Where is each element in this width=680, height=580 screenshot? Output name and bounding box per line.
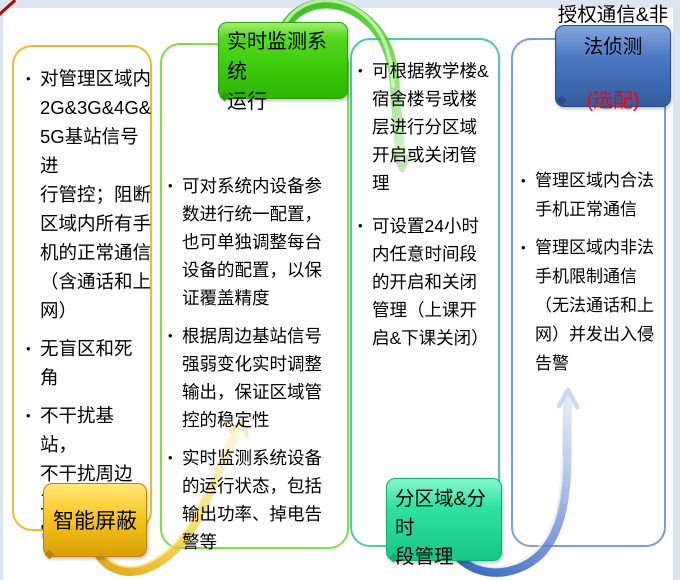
bullet-text: 对管理区域内 2G&3G&4G& 5G基站信号进 行管控；阻断 区域内所有手 机… xyxy=(40,68,152,321)
bullet-text: 管理区域内非法 手机限制通信 （无法通话和上 网）并发出入侵 告警 xyxy=(535,238,654,373)
list-item: • 实时监测系统设备 的运行状态，包括 输出功率、掉电告 警等 xyxy=(168,444,344,556)
bullet-text: 实时监测系统设备 的运行状态，包括 输出功率、掉电告 警等 xyxy=(182,448,322,552)
label-authorized-communication-box xyxy=(555,25,671,107)
bullet-icon: • xyxy=(521,240,526,255)
list-item: • 对管理区域内 2G&3G&4G& 5G基站信号进 行管控；阻断 区域内所有手… xyxy=(26,64,152,325)
list-item: • 可设置24小时 内任意时间段 的开启和关闭 管理（上课开 启&下课关闭） xyxy=(358,212,494,352)
label-zone-time-management: 分区域&分时 段管理 xyxy=(386,478,502,568)
list-item: • 无盲区和死角 xyxy=(26,334,150,392)
bullet-icon: • xyxy=(521,173,526,188)
list-item: • 管理区域内合法 手机正常通信 xyxy=(521,166,665,224)
bullet-list-zone-time-management: • 可根据教学楼& 宿舍楼号或楼 层进行分区域 开启或关闭管 理 • 可设置24… xyxy=(358,57,494,352)
bullet-icon: • xyxy=(168,328,173,343)
bullet-text: 无盲区和死角 xyxy=(40,338,133,388)
bullet-text: 可设置24小时 内任意时间段 的开启和关闭 管理（上课开 启&下课关闭） xyxy=(372,216,489,348)
label-smart-shielding: 智能屏蔽 xyxy=(43,483,147,557)
label-authorized-communication-title: 授权通信&非 法侦测 xyxy=(557,4,669,58)
list-item: • 管理区域内非法 手机限制通信 （无法通话和上 网）并发出入侵 告警 xyxy=(521,233,665,378)
label-realtime-monitoring: 实时监测系统 运行 xyxy=(218,22,348,113)
list-item: • 可对系统内设备参 数进行统一配置， 也可单独调整每台 设备的配置，以保 证覆… xyxy=(168,172,344,312)
bullet-icon: • xyxy=(26,71,31,86)
list-item: • 根据周边基站信号 强弱变化实时调整 输出，保证区域管 控的稳定性 xyxy=(168,322,344,434)
bullet-text: 可根据教学楼& 宿舍楼号或楼 层进行分区域 开启或关闭管 理 xyxy=(372,61,489,193)
bullet-text: 管理区域内合法 手机正常通信 xyxy=(535,171,654,219)
bullet-list-smart-shielding: • 对管理区域内 2G&3G&4G& 5G基站信号进 行管控；阻断 区域内所有手… xyxy=(26,64,152,546)
bullet-icon: • xyxy=(358,63,363,78)
bullet-icon: • xyxy=(358,218,363,233)
bullet-icon: • xyxy=(26,341,31,356)
bullet-text: 可对系统内设备参 数进行统一配置， 也可单独调整每台 设备的配置，以保 证覆盖精… xyxy=(182,176,322,308)
bullet-list-realtime-monitoring: • 可对系统内设备参 数进行统一配置， 也可单独调整每台 设备的配置，以保 证覆… xyxy=(168,172,344,556)
bullet-text: 根据周边基站信号 强弱变化实时调整 输出，保证区域管 控的稳定性 xyxy=(182,326,322,430)
page-edge-right xyxy=(673,0,680,580)
list-item: • 可根据教学楼& 宿舍楼号或楼 层进行分区域 开启或关闭管 理 xyxy=(358,57,494,197)
bullet-icon: • xyxy=(168,178,173,193)
bullet-icon: • xyxy=(26,408,31,423)
panel-authorized-communication xyxy=(511,38,666,547)
page-edge-left xyxy=(0,0,3,580)
bullet-icon: • xyxy=(168,450,173,465)
optional-tag: (选配) xyxy=(586,90,640,112)
bullet-list-authorized-communication: • 管理区域内合法 手机正常通信 • 管理区域内非法 手机限制通信 （无法通话和… xyxy=(521,166,665,378)
